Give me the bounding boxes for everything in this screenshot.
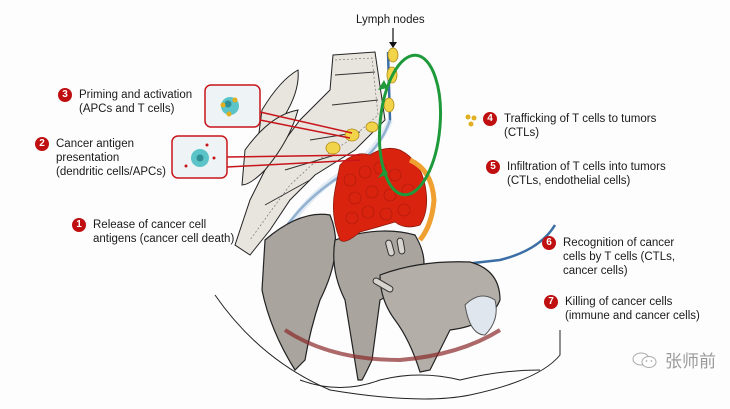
step-4: 4 Trafficking of T cells to tumors (CTLs… (483, 112, 656, 140)
step-2: 2 Cancer antigen presentation (dendritic… (35, 137, 166, 179)
step-text: (APCs and T cells) (79, 103, 175, 115)
step-text: (CTLs) (504, 127, 540, 139)
wechat-icon (632, 352, 657, 368)
body-outline (214, 294, 561, 400)
step-text: Recognition of cancer (563, 237, 675, 249)
step-text: presentation (56, 152, 120, 164)
lymph-nodes-label: Lymph nodes (356, 14, 425, 26)
pelvic-floor-line (299, 369, 541, 388)
step-6: 6 Recognition of cancer cells by T cells… (542, 236, 675, 278)
step-text: antigens (cancer cell death) (93, 233, 235, 245)
cycle-arrow (377, 53, 443, 197)
t-cell-dots (465, 114, 477, 127)
step-text: cancer cells) (563, 265, 628, 277)
step-number-badge: 6 (542, 236, 556, 250)
step-text: Infiltration of T cells into tumors (507, 161, 666, 173)
step-number-badge: 3 (58, 88, 72, 102)
step-text: Cancer antigen (56, 138, 134, 150)
step-number-badge: 1 (72, 218, 86, 232)
step-text: Trafficking of T cells to tumors (504, 113, 657, 125)
watermark-text: 张师前 (665, 352, 716, 371)
callout-presentation (171, 135, 361, 179)
rectum (261, 213, 337, 371)
step-3: 3 Priming and activation (APCs and T cel… (58, 88, 192, 116)
step-number-badge: 7 (544, 295, 558, 309)
pubic-bone (464, 295, 497, 336)
step-number-badge: 4 (483, 112, 497, 126)
step-text: (dendritic cells/APCs) (56, 166, 166, 178)
step-text: (CTLs, endothelial cells) (507, 175, 631, 187)
step-number-badge: 2 (35, 137, 49, 151)
callout-priming (204, 84, 353, 139)
spine (234, 51, 386, 256)
step-1: 1 Release of cancer cell antigens (cance… (72, 218, 234, 246)
step-text: (immune and cancer cells) (565, 310, 700, 322)
step-text: cells by T cells (CTLs, (563, 251, 676, 263)
step-text: Release of cancer cell (93, 219, 207, 231)
step-number-badge: 5 (486, 160, 500, 174)
muscle-band (283, 328, 502, 363)
step-5: 5 Infiltration of T cells into tumors (C… (486, 160, 666, 188)
step-text: Priming and activation (79, 89, 193, 101)
watermark: 张师前 (631, 347, 716, 372)
step-7: 7 Killing of cancer cells (immune and ca… (544, 295, 700, 323)
step-text: Killing of cancer cells (565, 296, 673, 308)
